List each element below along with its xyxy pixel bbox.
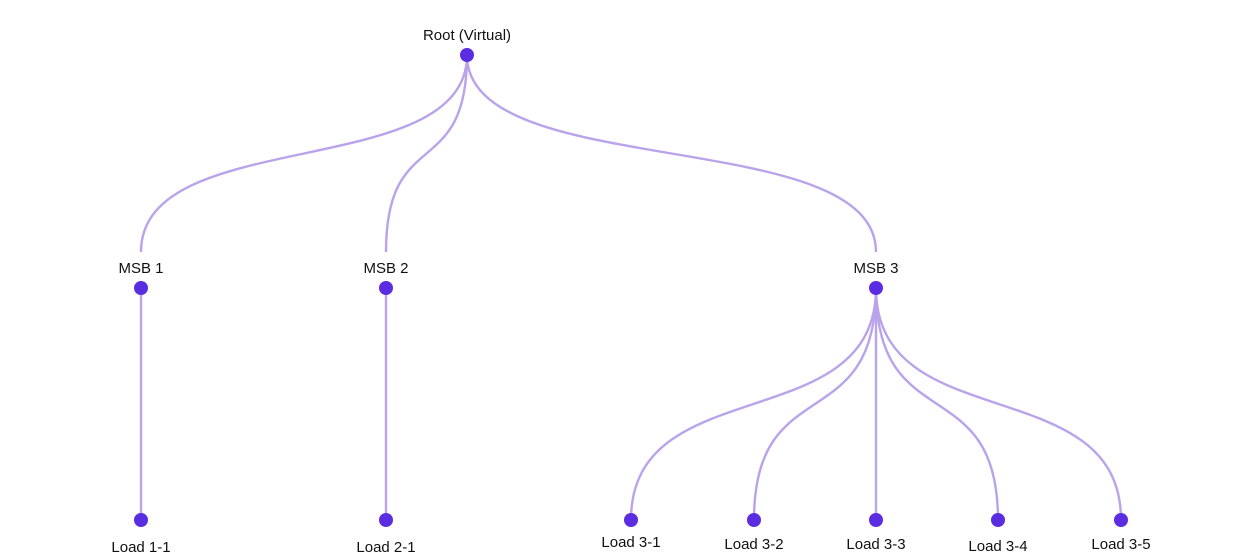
node-dot[interactable] [869,281,883,295]
link-root-msb3 [465,54,878,253]
node-label: Load 3-2 [724,536,783,553]
node-dot[interactable] [379,281,393,295]
tree-node-load2_1[interactable]: Load 2-1 [356,513,416,556]
node-label: MSB 1 [118,260,163,277]
tree-nodes: Root (Virtual) MSB 1 MSB 2 MSB 3 Load 1-1 Loa… [111,27,1150,556]
tree-node-load3_1[interactable]: Load 3-1 [601,513,661,551]
tree-node-load3_4[interactable]: Load 3-4 [968,513,1028,555]
node-dot[interactable] [747,513,761,527]
link-root-msb1 [139,54,469,253]
node-label: Root (Virtual) [423,27,511,44]
node-dot[interactable] [134,513,148,527]
node-label: Load 2-1 [356,539,415,556]
node-label: Load 3-3 [846,536,905,553]
node-dot[interactable] [379,513,393,527]
node-dot[interactable] [460,48,474,62]
tree-node-msb3[interactable]: MSB 3 [853,260,899,295]
link-msb3-load3_4 [874,287,1000,521]
tree-node-load1_1[interactable]: Load 1-1 [111,513,171,556]
node-label: MSB 3 [853,260,898,277]
node-label: Load 3-5 [1091,536,1150,553]
tree-links [139,54,1123,521]
tree-node-root[interactable]: Root (Virtual) [423,27,511,62]
node-dot[interactable] [991,513,1005,527]
link-msb3-load3_2 [752,287,878,521]
tree-node-msb2[interactable]: MSB 2 [363,260,409,295]
link-root-msb2 [384,54,469,253]
node-label: Load 3-1 [601,534,660,551]
link-msb3-load3_1 [629,287,878,521]
tree-node-load3_2[interactable]: Load 3-2 [724,513,784,553]
tree-node-msb1[interactable]: MSB 1 [118,260,164,295]
node-label: Load 3-4 [968,538,1027,555]
node-dot[interactable] [624,513,638,527]
node-dot[interactable] [134,281,148,295]
tree-node-load3_3[interactable]: Load 3-3 [846,513,906,553]
node-dot[interactable] [1114,513,1128,527]
node-dot[interactable] [869,513,883,527]
tree-node-load3_5[interactable]: Load 3-5 [1091,513,1151,553]
node-label: MSB 2 [363,260,408,277]
link-msb3-load3_5 [874,287,1123,521]
node-label: Load 1-1 [111,539,170,556]
